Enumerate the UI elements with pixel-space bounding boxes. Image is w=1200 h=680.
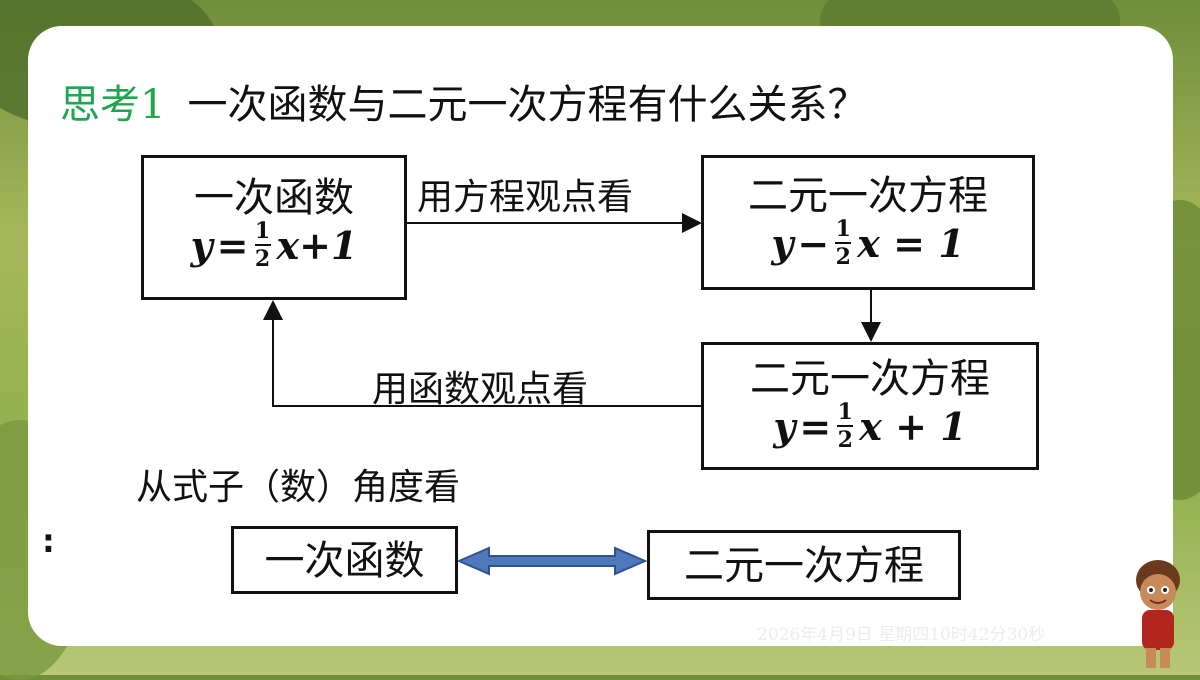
title-prefix: 思考1 xyxy=(60,82,166,128)
box-label: 二元一次方程 xyxy=(748,173,988,219)
label-equation-view: 用方程观点看 xyxy=(417,177,634,218)
box-label: 一次函数 xyxy=(194,175,354,221)
mascot-icon xyxy=(1136,560,1180,668)
box-bottom-equation: 二元一次方程 xyxy=(647,530,961,600)
datetime-watermark: 2026年4月9日 星期四10时42分30秒 xyxy=(757,625,1046,645)
double-arrow xyxy=(456,546,648,576)
slide-title: 思考1 一次函数与二元一次方程有什么关系？ xyxy=(60,72,867,130)
box-label: 二元一次方程 xyxy=(750,356,990,402)
label-formula-view: 从式子（数）角度看 xyxy=(136,467,461,508)
content-card xyxy=(28,26,1173,646)
arrow-equation-to-function xyxy=(263,300,701,407)
colon-mark: : xyxy=(42,522,55,560)
title-text: 一次函数与二元一次方程有什么关系？ xyxy=(187,82,868,128)
label-function-view: 用函数观点看 xyxy=(372,369,589,410)
box-bottom-function: 一次函数 xyxy=(231,526,458,594)
